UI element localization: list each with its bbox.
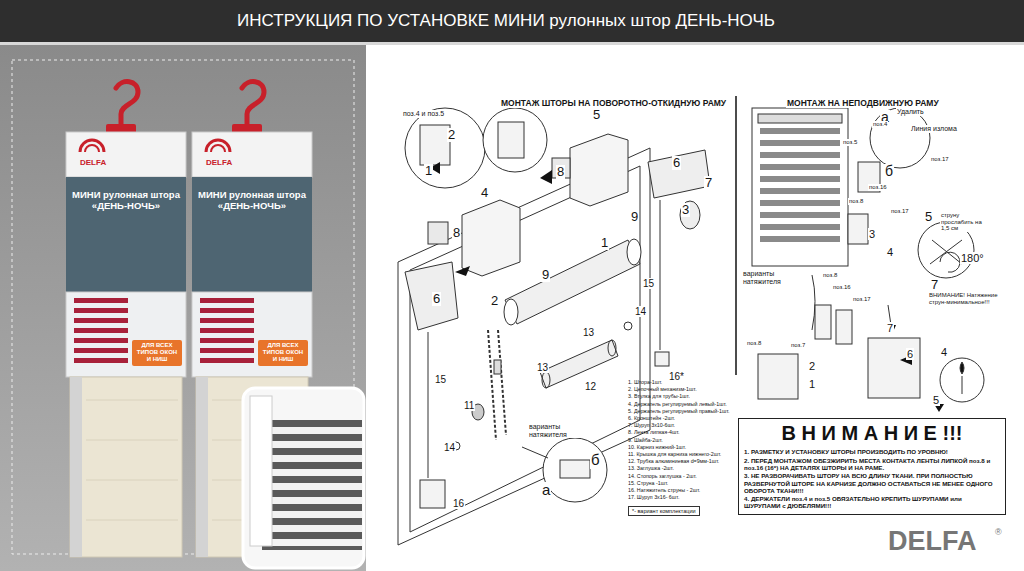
parts-list-item: 4. Держатель регулируемый левый-1шт. [628,402,727,408]
attention-box: В Н И М А Н И Е !!! 1. РАЗМЕТКУ И УСТАНОВ… [738,418,1006,515]
title-text: ИНСТРУКЦИЯ ПО УСТАНОВКЕ МИНИ рулонных шт… [0,0,1018,42]
callout-label: 5 [932,394,940,406]
callout-label: 9 [630,210,639,224]
callout-label: 5 [924,210,933,224]
callout-label: DELFA [888,527,977,557]
callout-label: поз.16 [832,284,852,291]
parts-list-item: 14. Стопорь заглушка - 2шт. [628,474,697,480]
callout-label: поз.4 [872,121,888,128]
callout-label: поз.8 [848,198,864,205]
node-text: МИНИ рулонная штора «ДЕНЬ-НОЧЬ» [72,190,180,212]
callout-label: 4 [940,346,948,358]
callout-label: 13 [582,327,595,338]
parts-list-item: 2. Цепочный механизм-1шт. [628,387,697,393]
node-text: DELFA [206,158,266,167]
callout-label: поз.17 [890,208,910,215]
callout-label: 14 [443,442,456,453]
callout-label: поз.17 [852,296,872,303]
callout-label: 2 [808,360,816,372]
callout-label: 8 [452,226,461,240]
parts-list-item: 13. Заглушка -2шт. [628,466,674,472]
callout-label: 4 [886,246,894,258]
callout-label: б [884,164,894,179]
callout-label: 3 [681,203,690,217]
node-text: 2. ПЕРЕД МОНТАЖОМ ОБЕЗЖИРИТЬ МЕСТА КОНТА… [744,457,1000,471]
parts-list-item: 3. Втулка для трубы-1шт. [628,394,690,400]
parts-list-item: 5. Держатель регулируемый правый-1шт. [628,409,730,415]
parts-list-item: 16. Натяжитель струны - 2шт. [628,488,700,494]
callout-label: поз.17 [930,156,950,163]
callout-label: 16 [452,498,465,509]
parts-list-item: 8. Лента липкая-4шт. [628,430,679,436]
callout-label: поз.5 [842,139,858,146]
callout-label: 6 [432,292,441,306]
callout-label: варианты натяжителя [742,270,804,285]
node-text: МИНИ рулонная штора «ДЕНЬ-НОЧЬ» [198,190,306,212]
callout-label: 13 [536,362,549,373]
callout-label: 1 [424,164,433,178]
parts-list-item: 7. Шуруп 3х10-6шт. [628,423,675,429]
callout-label: МОНТАЖ ШТОРЫ НА ПОВОРОТНО-ОТКИДНУЮ РАМУ [500,99,727,108]
callout-label: 9 [541,268,550,282]
callout-label: 15 [642,278,655,289]
callout-label: 6 [906,348,914,360]
package-box: DELFA МИНИ рулонная штора «ДЕНЬ-НОЧЬ» ДЛЯ … [192,132,312,368]
callout-label: 15 [434,374,447,385]
callout-label: 7 [704,176,713,190]
callout-label: 6 [672,156,681,170]
callout-label: 12 [584,381,597,392]
callout-label: 1 [808,378,816,390]
footnote-box: *- вариант комплектации [628,506,700,516]
parts-list-item: 10. Карниз нижний-1шт. [628,445,686,451]
parts-list-item: 6. Кронштейн -2шт. [628,416,675,422]
callout-label: поз.8 [822,272,838,279]
callout-label: Линия излома [910,125,958,133]
callout-label: варианты натяжителя [528,423,588,438]
node-text: В Н И М А Н И Е !!! [744,422,1000,445]
callout-label: поз.16 [868,184,888,191]
callout-label: ВНИМАНИЕ! Натяжение струн-минимальное!!! [928,292,1002,305]
package-box: DELFA МИНИ рулонная штора «ДЕНЬ-НОЧЬ» ДЛЯ … [66,132,186,368]
callout-label: ® [995,528,1002,538]
parts-list-item: 17. Шуруп 3х16- 6шт. [628,495,679,501]
callout-label: б [590,452,601,469]
callout-label: 7 [930,278,939,292]
callout-label: 16* [668,371,685,382]
callout-label: 5 [592,108,601,122]
node-text: 1. РАЗМЕТКУ И УСТАНОВКУ ШТОРЫ ПРОИЗВОДИТ… [744,448,1000,455]
callout-label: поз.7 [790,342,806,349]
parts-list-item: 9. Шайба-2шт. [628,438,663,444]
callout-label: струну прослабить на 1,5 см [940,212,992,232]
callout-label: 180° [960,252,985,264]
callout-label: 1 [600,236,609,250]
callout-label: 3 [868,228,876,240]
parts-list-item: 15. Струна -1шт. [628,481,668,487]
callout-label: поз.4 и поз.5 [402,110,445,118]
callout-label: Удалить [896,108,925,116]
node-text: 3. НЕ РАЗВОРАЧИВАТЬ ШТОРУ НА ВСЮ ДЛИНУ Т… [744,472,1000,493]
node-text: *- вариант комплектации [632,508,696,514]
node-text: DELFA [80,158,140,167]
callout-label: МОНТАЖ НА НЕПОДВИЖНУЮ РАМУ [786,99,940,108]
node-text: ДЛЯ ВСЕХ ТИПОВ ОКОН И НИШ [134,342,180,363]
callout-label: а [541,482,551,499]
parts-list-item: 11. Крышка для карниза нижнего-2шт. [628,452,721,458]
parts-list-item: 1. Штора-1шт. [628,380,662,386]
callout-label: 7 [886,322,894,334]
callout-label: поз.8 [746,340,762,347]
node-text: ДЛЯ ВСЕХ ТИПОВ ОКОН И НИШ [260,342,306,363]
callout-label: 2 [490,294,499,308]
node-text: 4. ДЕРЖАТЕЛИ поз.4 и поз.5 ОБЯЗАТЕЛЬНО К… [744,495,1000,509]
callout-label: 2 [447,128,456,142]
callout-label: 8 [556,165,565,179]
callout-label: 14 [634,306,647,317]
parts-list-item: 12. Трубка алюминиевая d=9мм-1шт. [628,459,719,465]
callout-label: 4 [480,186,489,200]
callout-label: 11 [463,400,475,411]
